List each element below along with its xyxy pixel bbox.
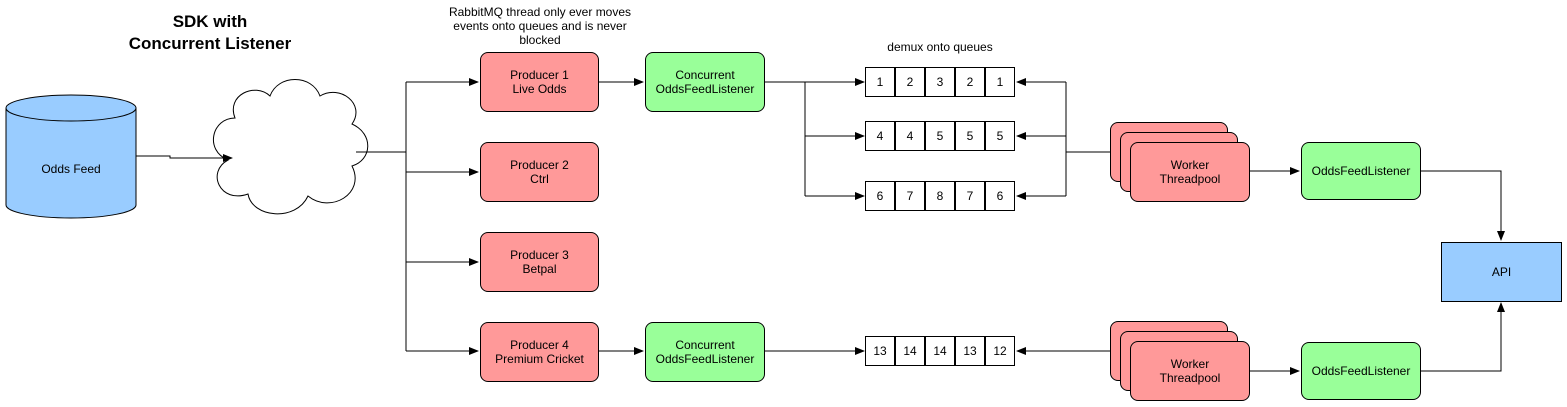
title-line-1: SDK with — [172, 12, 248, 31]
worker-pool-2-line-2: Threadpool — [1159, 371, 1221, 385]
producer-1-desc: Live Odds — [512, 82, 567, 96]
producer-4-desc: Premium Cricket — [495, 352, 584, 366]
concurrent-listener-2-line-2: OddsFeedListener — [655, 352, 755, 366]
queue-4-cell: 14 — [925, 336, 955, 366]
worker-pool-1-line-2: Threadpool — [1159, 172, 1221, 186]
queue-4-cell: 13 — [865, 336, 895, 366]
producer-3-desc: Betpal — [522, 262, 557, 276]
queue-2-cell: 5 — [925, 121, 955, 151]
worker-pool-2-line-1: Worker — [1170, 357, 1210, 371]
queue-1-cell: 1 — [985, 67, 1015, 97]
diagram-title: SDK with Concurrent Listener — [110, 11, 310, 55]
queue-1-cell: 1 — [865, 67, 895, 97]
odds-feed-label: Odds Feed — [41, 162, 101, 176]
concurrent-listener-2-box: Concurrent OddsFeedListener — [645, 322, 765, 382]
queue-4-cell: 13 — [955, 336, 985, 366]
queue-3-cell: 6 — [985, 181, 1015, 211]
api-box: API — [1441, 242, 1562, 302]
queue-3-cell: 7 — [895, 181, 925, 211]
producer-4-box: Producer 4 Premium Cricket — [480, 322, 599, 382]
producer-4-name: Producer 4 — [510, 338, 569, 352]
producer-2-name: Producer 2 — [510, 158, 569, 172]
producer-1-box: Producer 1 Live Odds — [480, 52, 599, 112]
network-cloud-shape — [212, 79, 369, 215]
queue-1-cell: 2 — [895, 67, 925, 97]
listener-2-box: OddsFeedListener — [1301, 342, 1421, 400]
rabbitmq-note-line-2: events onto queues and is never — [453, 19, 627, 33]
queue-2-cell: 5 — [955, 121, 985, 151]
rabbitmq-note-line-1: RabbitMQ thread only ever moves — [448, 5, 632, 19]
producer-2-box: Producer 2 Ctrl — [480, 142, 599, 202]
worker-pool-1-line-1: Worker — [1170, 158, 1210, 172]
concurrent-listener-1-line-2: OddsFeedListener — [655, 82, 755, 96]
listener-1-label: OddsFeedListener — [1311, 164, 1411, 178]
rabbitmq-note-line-3: blocked — [519, 33, 561, 47]
producer-3-name: Producer 3 — [510, 248, 569, 262]
listener-2-label: OddsFeedListener — [1311, 364, 1411, 378]
queue-3-cell: 7 — [955, 181, 985, 211]
worker-pool-2-box: Worker Threadpool — [1130, 341, 1250, 401]
queue-2-cell: 4 — [895, 121, 925, 151]
queue-1-cell: 3 — [925, 67, 955, 97]
queue-3-cell: 8 — [925, 181, 955, 211]
queue-4-cell: 14 — [895, 336, 925, 366]
feed-to-cloud-arrow — [136, 154, 233, 162]
queue-1-cell: 2 — [955, 67, 985, 97]
concurrent-listener-1-box: Concurrent OddsFeedListener — [645, 52, 765, 112]
producer-3-box: Producer 3 Betpal — [480, 232, 599, 292]
title-line-2: Concurrent Listener — [128, 34, 292, 53]
producer-1-name: Producer 1 — [510, 68, 569, 82]
listener-1-box: OddsFeedListener — [1301, 142, 1421, 200]
worker-pool-1-box: Worker Threadpool — [1130, 142, 1250, 202]
queue-4-cell: 12 — [985, 336, 1015, 366]
demux-note: demux onto queues — [887, 40, 993, 54]
queue-3-cell: 6 — [865, 181, 895, 211]
odds-feed-cylinder — [5, 94, 137, 219]
api-label: API — [1491, 265, 1512, 279]
concurrent-listener-2-line-1: Concurrent — [675, 338, 735, 352]
producer-2-desc: Ctrl — [530, 172, 549, 186]
queue-2-cell: 4 — [865, 121, 895, 151]
concurrent-listener-1-line-1: Concurrent — [675, 68, 735, 82]
queue-2-cell: 5 — [985, 121, 1015, 151]
rabbitmq-note: RabbitMQ thread only ever moves events o… — [430, 5, 650, 47]
